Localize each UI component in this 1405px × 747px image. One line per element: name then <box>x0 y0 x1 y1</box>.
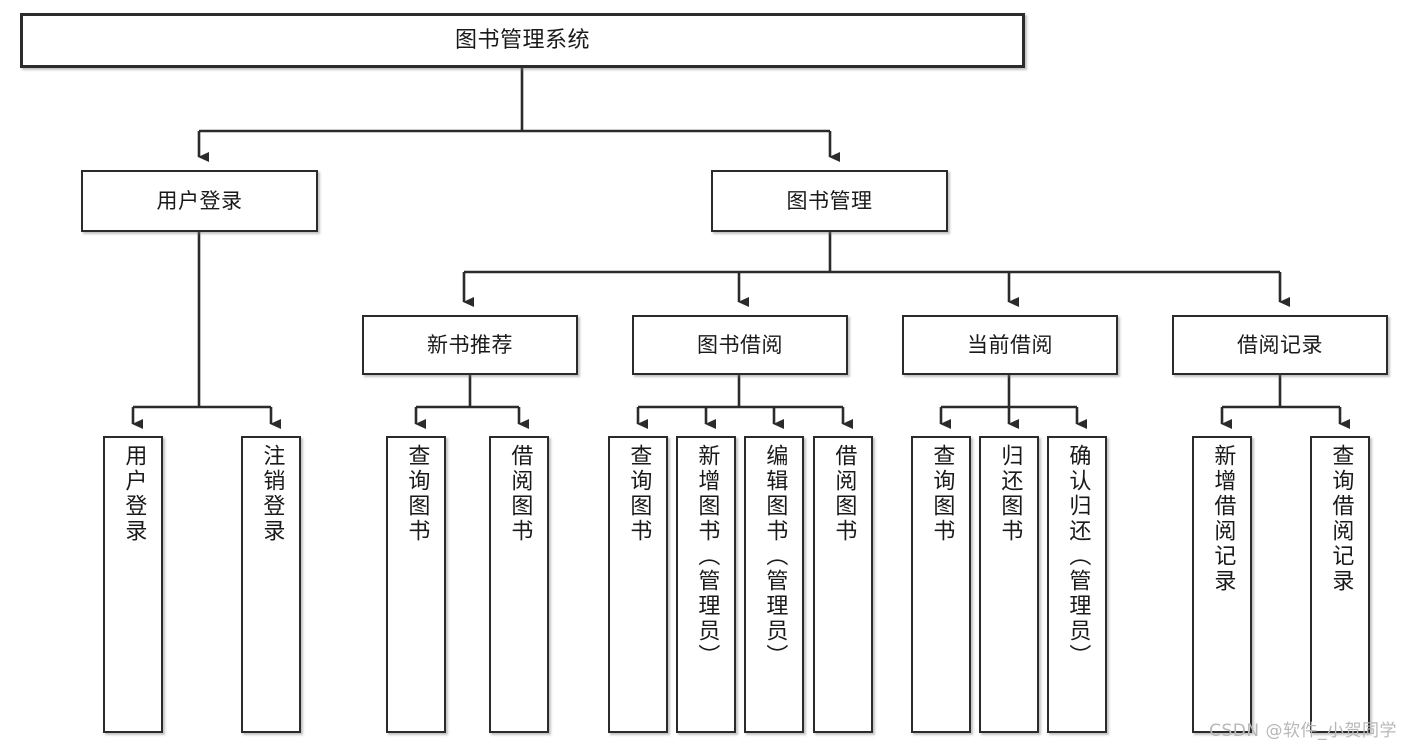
node-leaf-query-book-borrow[interactable]: 查询图书 <box>608 436 668 733</box>
node-leaf-query-book-current[interactable]: 查询图书 <box>911 436 971 733</box>
node-leaf-add-book-admin[interactable]: 新增图书（管理员） <box>676 436 736 733</box>
node-current-borrow[interactable]: 当前借阅 <box>902 315 1118 375</box>
node-label: 用户登录 <box>156 188 243 213</box>
node-book-management[interactable]: 图书管理 <box>711 170 948 232</box>
node-label: 当前借阅 <box>967 332 1053 357</box>
node-leaf-borrow-book[interactable]: 借阅图书 <box>813 436 873 733</box>
node-label: 编辑图书（管理员） <box>762 444 788 669</box>
node-label: 注销登录 <box>259 444 285 544</box>
node-leaf-query-book-recommend[interactable]: 查询图书 <box>386 436 446 733</box>
node-label: 新增借阅记录 <box>1210 444 1236 594</box>
node-root-book-management-system[interactable]: 图书管理系统 <box>20 13 1025 68</box>
node-leaf-edit-book-admin[interactable]: 编辑图书（管理员） <box>744 436 804 733</box>
node-label: 图书借阅 <box>697 332 783 357</box>
node-label: 查询图书 <box>404 444 430 544</box>
node-label: 新增图书（管理员） <box>694 444 720 669</box>
node-leaf-confirm-return-admin[interactable]: 确认归还（管理员） <box>1047 436 1107 733</box>
node-label: 归还图书 <box>997 444 1023 544</box>
node-leaf-query-borrow-record[interactable]: 查询借阅记录 <box>1310 436 1370 733</box>
node-user-login[interactable]: 用户登录 <box>81 170 318 232</box>
node-leaf-return-book[interactable]: 归还图书 <box>979 436 1039 733</box>
node-new-book-recommend[interactable]: 新书推荐 <box>362 315 578 375</box>
node-book-borrow[interactable]: 图书借阅 <box>632 315 848 375</box>
node-label: 查询图书 <box>626 444 652 544</box>
node-label: 借阅记录 <box>1237 332 1323 357</box>
node-leaf-borrow-book-recommend[interactable]: 借阅图书 <box>489 436 549 733</box>
node-label: 新书推荐 <box>427 332 513 357</box>
csdn-watermark: CSDN @软件_小贺同学 <box>1209 721 1397 741</box>
node-borrow-record[interactable]: 借阅记录 <box>1172 315 1388 375</box>
node-label: 确认归还（管理员） <box>1065 444 1091 669</box>
node-label: 借阅图书 <box>831 444 857 544</box>
node-label: 借阅图书 <box>507 444 533 544</box>
node-leaf-user-logout[interactable]: 注销登录 <box>241 436 301 733</box>
node-label: 用户登录 <box>121 444 147 544</box>
node-label: 查询借阅记录 <box>1328 444 1354 594</box>
node-label: 查询图书 <box>929 444 955 544</box>
node-leaf-user-login[interactable]: 用户登录 <box>103 436 163 733</box>
node-leaf-add-borrow-record[interactable]: 新增借阅记录 <box>1192 436 1252 733</box>
node-label: 图书管理 <box>786 188 873 213</box>
node-label: 图书管理系统 <box>454 27 590 53</box>
